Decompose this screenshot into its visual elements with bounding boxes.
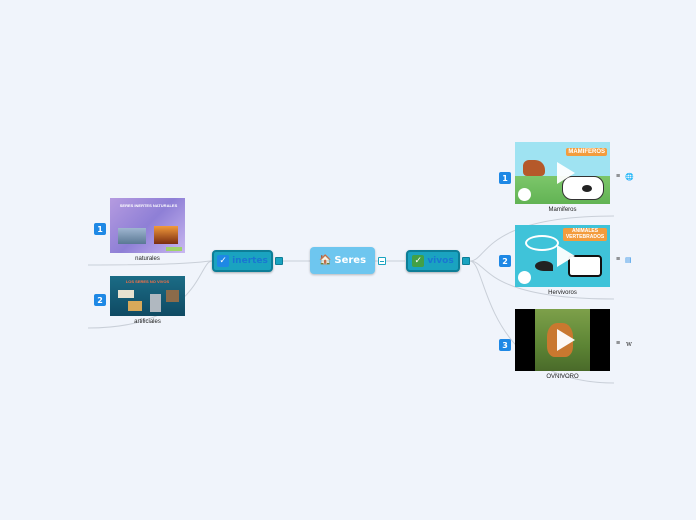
play-icon[interactable] bbox=[556, 162, 575, 184]
channel-badge bbox=[518, 271, 531, 284]
sunset-photo bbox=[154, 226, 178, 244]
fish-skeleton-shape bbox=[525, 235, 559, 251]
video-banner: MAMIFEROS bbox=[566, 148, 607, 156]
item-number-badge: 1 bbox=[94, 223, 106, 235]
object-photo bbox=[128, 301, 142, 311]
central-topic-label: Seres bbox=[334, 255, 367, 266]
item-caption: Hervivoros bbox=[548, 290, 577, 296]
globe-icon[interactable]: 🌐 bbox=[625, 174, 634, 181]
item-caption: Mamiferos bbox=[548, 207, 577, 213]
slide-title: SERES INERTES NATURALES bbox=[119, 203, 178, 208]
branch-vivos-label: vivos bbox=[427, 256, 454, 266]
branch-inertes[interactable]: ✓ inertes bbox=[212, 250, 273, 272]
item-number-badge: 2 bbox=[94, 294, 106, 306]
object-photo bbox=[150, 294, 161, 312]
item-caption: OVNIVORO bbox=[546, 374, 579, 380]
mamiferos-video[interactable]: MAMIFEROS bbox=[515, 142, 610, 204]
home-icon: 🏠 bbox=[318, 255, 332, 266]
logo-strip bbox=[166, 247, 182, 251]
notes-icon[interactable]: ≡ bbox=[616, 340, 621, 347]
central-collapse-button[interactable] bbox=[378, 257, 386, 265]
video-banner: ANIMALES VERTEBRADOS bbox=[563, 228, 607, 241]
notes-icon[interactable]: ≡ bbox=[616, 256, 621, 263]
branch-vivos-collapse-button[interactable] bbox=[462, 257, 470, 265]
branch-vivos[interactable]: ✓ vivos bbox=[406, 250, 460, 272]
item-caption: naturales bbox=[135, 256, 160, 262]
cow-spot bbox=[582, 185, 592, 192]
ovnivoro-video[interactable] bbox=[515, 309, 610, 371]
slide-title: LOS SERES NO VIVOS bbox=[125, 279, 170, 284]
play-icon[interactable] bbox=[556, 245, 575, 267]
wikipedia-icon[interactable]: w bbox=[626, 340, 632, 348]
notes-icon[interactable]: ≡ bbox=[616, 173, 621, 180]
naturales-image[interactable]: SERES INERTES NATURALES bbox=[110, 198, 185, 253]
document-icon[interactable]: ▤ bbox=[625, 257, 632, 264]
artificiales-image[interactable]: LOS SERES NO VIVOS bbox=[110, 276, 185, 316]
horse-shape bbox=[523, 160, 545, 176]
landscape-photo bbox=[118, 228, 146, 244]
item-number-badge: 3 bbox=[499, 339, 511, 351]
bird-shape bbox=[535, 261, 553, 271]
play-icon[interactable] bbox=[556, 329, 575, 351]
checkbox-icon: ✓ bbox=[217, 255, 230, 267]
object-photo bbox=[118, 290, 134, 298]
channel-badge bbox=[518, 188, 531, 201]
item-number-badge: 2 bbox=[499, 255, 511, 267]
checkbox-icon: ✓ bbox=[412, 255, 425, 267]
branch-inertes-label: inertes bbox=[232, 256, 268, 266]
central-topic[interactable]: 🏠 Seres bbox=[310, 247, 375, 274]
branch-inertes-collapse-button[interactable] bbox=[275, 257, 283, 265]
hervivoros-video[interactable]: ANIMALES VERTEBRADOS bbox=[515, 225, 610, 287]
item-caption: artificiales bbox=[134, 319, 161, 325]
object-photo bbox=[166, 290, 179, 302]
item-number-badge: 1 bbox=[499, 172, 511, 184]
